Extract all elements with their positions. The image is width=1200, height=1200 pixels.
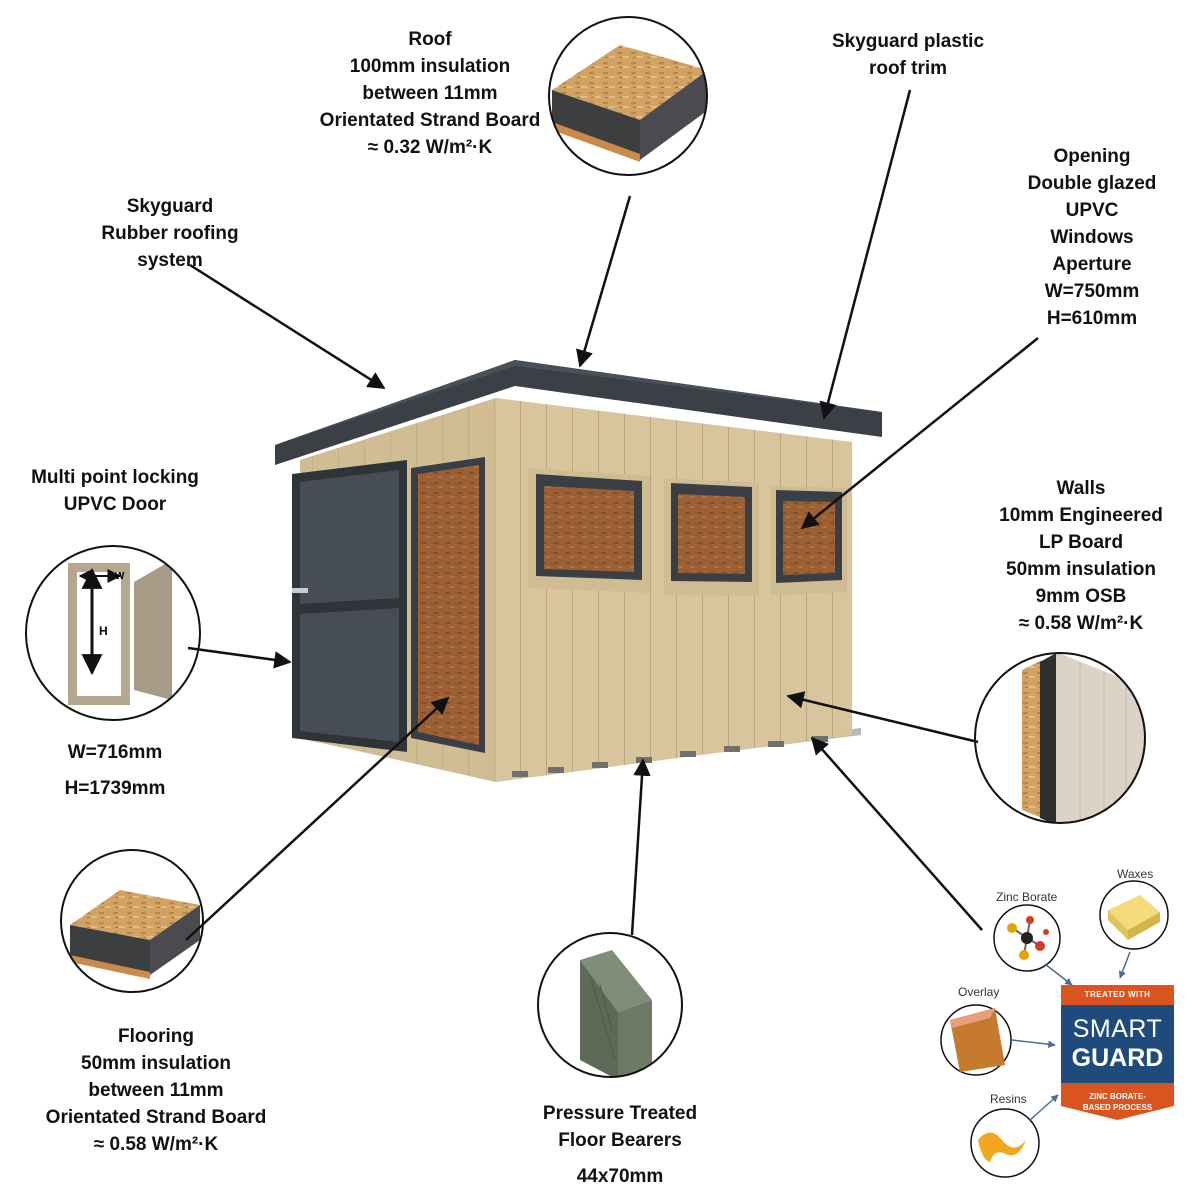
waxes-label: Waxes [1117,867,1154,881]
overlay-label: Overlay [958,985,1000,999]
roof-detail-circle [548,16,708,176]
arrow-windows [800,337,1039,530]
window-3 [770,486,847,595]
door-width-label: W=716mm [67,742,163,763]
window-2 [664,478,759,596]
roof-panel [275,360,882,465]
door-height-label: H=1739mm [64,778,166,799]
window-1 [528,468,650,593]
badge-logo: SMART GUARD [1061,1005,1174,1083]
callout-arrows [185,89,1039,941]
wall-detail-circle [974,652,1146,824]
zinc-borate-label: Zinc Borate [996,890,1058,904]
badge-top-text: TREATED WITH [1061,985,1174,1005]
garden-office-building [275,360,882,782]
overlay-icon [940,1004,1012,1076]
smartguard-badge: TREATED WITH SMART GUARD ZINC BORATE- BA… [1061,985,1174,1120]
zinc-borate-icon [993,904,1061,972]
resins-icon [970,1108,1040,1178]
door-lower-panel [300,608,399,742]
arrow-walls [786,691,979,744]
bearers-size-label: 44x70mm [576,1166,664,1187]
arrow-door [187,646,292,669]
resins-label: Resins [990,1092,1027,1106]
waxes-icon [1099,880,1169,950]
door-detail-circle [25,545,201,721]
roof-top [275,360,882,445]
bearer-detail-circle [537,932,683,1078]
arrow-roof [576,195,632,368]
arrow-bearers [630,758,651,936]
badge-bottom-text: ZINC BORATE- BASED PROCESS [1061,1083,1174,1120]
arrow-rubber-roofing [189,263,386,390]
arrow-flooring [185,696,450,941]
smartguard-graphic [940,880,1169,1178]
arrow-smartguard [810,736,983,931]
door-upper-panel [300,470,399,604]
door-diagram-w-label: W [115,571,125,582]
door-interior [418,465,479,745]
door-handle [292,588,308,593]
door-diagram-h-label: H [99,624,108,638]
arrow-roof-trim [819,89,912,420]
flooring-detail-circle [60,849,204,993]
